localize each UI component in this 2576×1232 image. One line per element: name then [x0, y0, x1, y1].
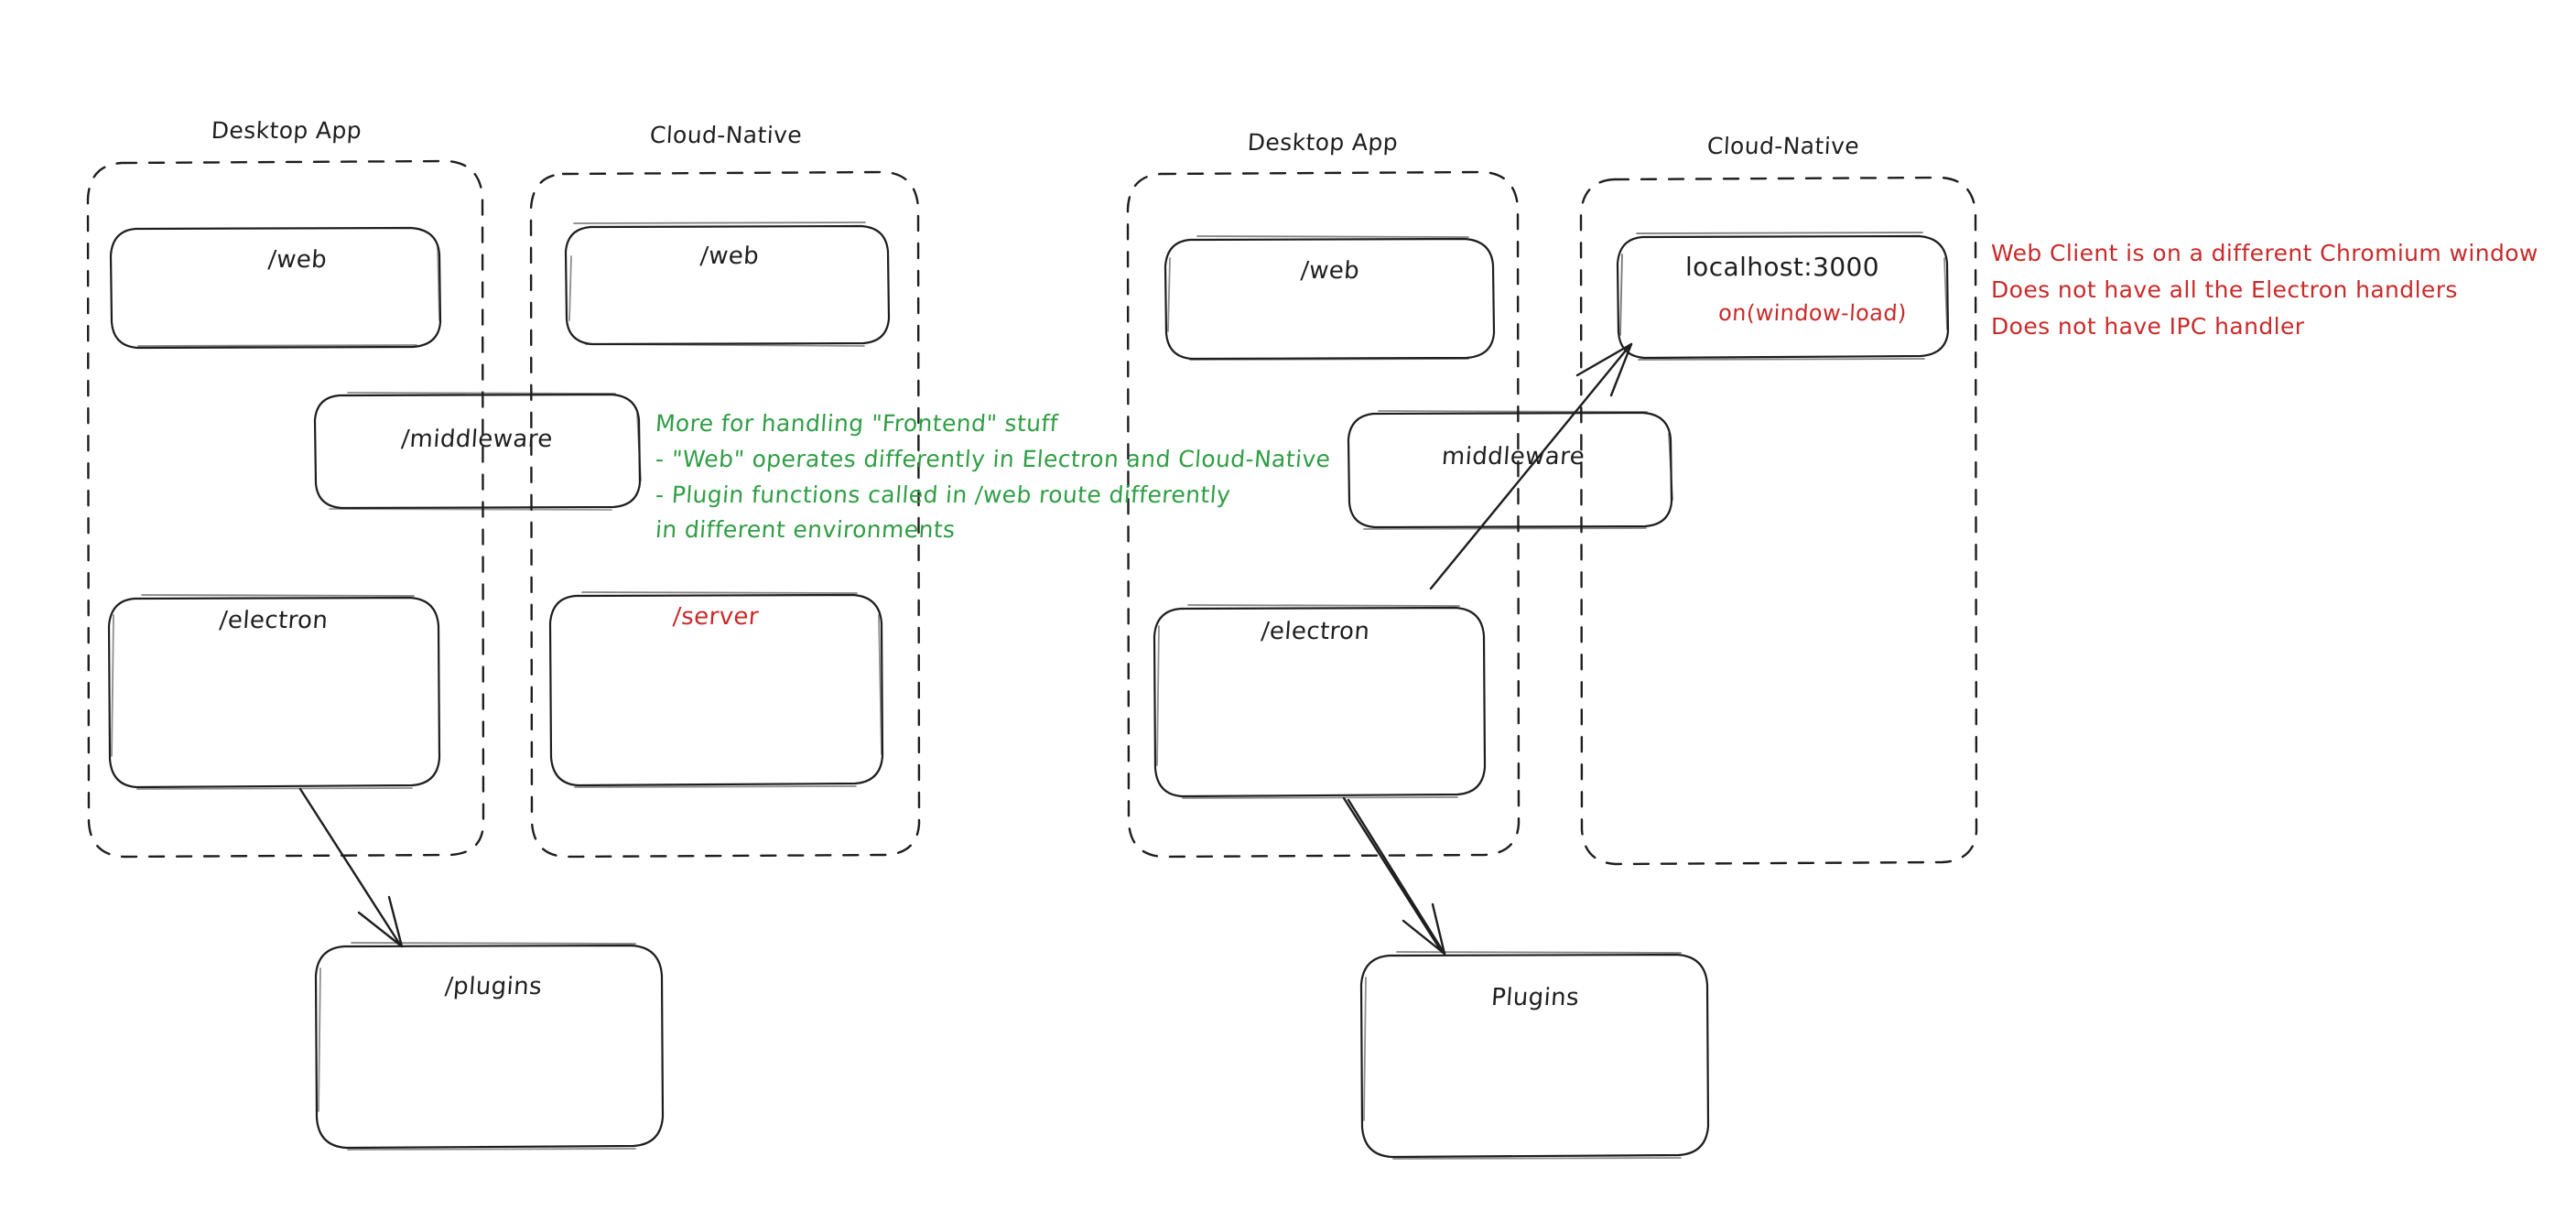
left-electron-label: /electron: [218, 607, 330, 634]
left-web-cloud-label: /web: [698, 243, 761, 270]
green-note-line-3: - Plugin functions called in /web route …: [655, 481, 1232, 508]
left-server-label: /server: [672, 603, 761, 631]
green-note-line-4: in different environments: [655, 516, 957, 544]
left-desktop-app-title: Desktop App: [211, 117, 363, 144]
arrow-right-electron-to-plugins: [1342, 796, 1446, 956]
right-desktop-app-title: Desktop App: [1247, 129, 1399, 156]
green-note-block: More for handling "Frontend" stuff - "We…: [655, 406, 1332, 548]
green-note-line-2: - "Web" operates differently in Electron…: [655, 445, 1332, 472]
red-note-line-2: Does not have all the Electron handlers: [1991, 276, 2458, 303]
red-note-block: Web Client is on a different Chromium wi…: [1991, 235, 2538, 345]
right-web-desktop-label: /web: [1299, 257, 1361, 285]
right-electron-label: /electron: [1260, 618, 1371, 645]
left-cloud-native-title: Cloud-Native: [649, 122, 803, 148]
left-middleware-label: /middleware: [400, 426, 554, 453]
arrow-left-electron-to-plugins: [298, 787, 404, 948]
red-note-line-1: Web Client is on a different Chromium wi…: [1991, 240, 2538, 266]
left-plugins-label: /plugins: [444, 973, 544, 1000]
red-note-line-3: Does not have IPC handler: [1991, 313, 2305, 340]
right-localhost-label: localhost:3000: [1685, 252, 1879, 282]
right-localhost-sublabel: on(window-load): [1717, 300, 1908, 326]
right-middleware-label: middleware: [1440, 443, 1586, 470]
right-plugins-label: Plugins: [1490, 984, 1581, 1011]
left-web-desktop-label: /web: [266, 246, 329, 274]
right-cloud-native-title: Cloud-Native: [1706, 133, 1860, 159]
green-note-line-1: More for handling "Frontend" stuff: [655, 410, 1059, 437]
